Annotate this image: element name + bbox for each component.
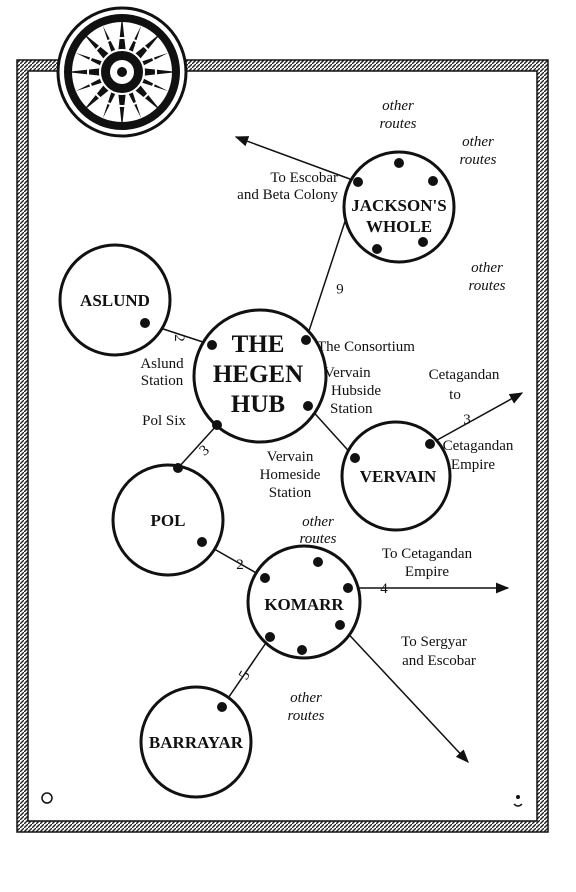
route-komarr-sergyar: [339, 624, 469, 763]
right-moon-emblem-icon: [510, 782, 528, 818]
to-cetagandan-empire-line2: Empire: [405, 564, 449, 580]
escobar-beta-label-line2: and Beta Colony: [237, 187, 338, 203]
vervain-homeside-label-line1: Vervain: [267, 449, 314, 465]
jump-number-hub-jackson: 6: [336, 280, 344, 296]
cetagandan-empire-vervain-line1: Cetagandan: [443, 438, 514, 454]
cetagandan-to-label-line1: Cetagandan: [429, 367, 500, 383]
jump-point-dots: [140, 158, 438, 712]
route-lines: [144, 136, 524, 763]
vervain-hubside-label-line3: Station: [330, 401, 373, 417]
node-jackson-label-line1: JACKSON'S: [351, 196, 446, 215]
jump-number-pol-komarr: 2: [236, 557, 244, 573]
consortium-label: The Consortium: [317, 339, 415, 355]
other-routes-komarr-top-line1: other: [302, 514, 334, 530]
node-barrayar-circle: [139, 685, 253, 799]
other-routes-komarr-bottom-line2: routes: [288, 708, 325, 724]
to-cetagandan-empire-line1: To Cetagandan: [382, 546, 473, 562]
aslund-station-label-line2: Station: [141, 373, 184, 389]
node-pol-circle: [111, 463, 225, 577]
other-routes-jackson-right-line2: routes: [460, 152, 497, 168]
other-routes-jackson-lower-line2: routes: [469, 278, 506, 294]
other-routes-jackson-right-line1: other: [462, 134, 494, 150]
route-vervain-cetaganda: [429, 392, 524, 445]
vervain-hubside-label-line1: Vervain: [324, 365, 371, 381]
jump-number-aslund-hub: 2: [171, 334, 187, 342]
other-routes-komarr-top-line2: routes: [300, 531, 337, 547]
aslund-station-label-line1: Aslund: [140, 356, 184, 372]
node-vervain-circle: [340, 420, 452, 532]
node-jackson-label-line2: WHOLE: [366, 217, 432, 236]
cetagandan-empire-vervain-line2: Empire: [451, 457, 495, 473]
sergyar-escobar-label-line2: and Escobar: [402, 653, 476, 669]
node-hub-label-line3: HUB: [231, 391, 285, 418]
other-routes-komarr-bottom-line1: other: [290, 690, 322, 706]
node-hub-label-line2: HEGEN: [213, 361, 303, 388]
route-jackson-escobar: [234, 136, 359, 183]
compass-rose-icon: [56, 6, 188, 138]
other-routes-jackson-top-line2: routes: [380, 116, 417, 132]
vervain-homeside-label-line3: Station: [269, 485, 312, 501]
route-hub-pol: [177, 424, 218, 469]
node-aslund-label: ASLUND: [80, 291, 150, 310]
node-aslund-circle: [58, 243, 172, 357]
node-hub-label-line1: THE: [232, 331, 285, 358]
other-routes-jackson-lower-line1: other: [471, 260, 503, 276]
route-komarr-barrayar: [221, 636, 271, 708]
escobar-beta-label-line1: To Escobar: [270, 170, 338, 186]
node-hub-circle: [192, 308, 328, 444]
node-pol-label: POL: [151, 511, 186, 530]
jump-number-vervain-cetaganda: 3: [463, 412, 471, 428]
node-barrayar-label: BARRAYAR: [149, 733, 244, 752]
node-jackson-circle: [342, 150, 456, 264]
jump-number-komarr-cetaganda: 4: [380, 581, 388, 597]
sergyar-escobar-label-line1: To Sergyar: [401, 634, 467, 650]
route-hub-vervain: [307, 405, 356, 459]
pol-six-label: Pol Six: [142, 413, 186, 429]
node-komarr-circle: [246, 544, 362, 660]
node-circles: [58, 150, 456, 799]
other-routes-jackson-top-line1: other: [382, 98, 414, 114]
vervain-homeside-label-line2: Homeside: [260, 467, 321, 483]
node-komarr-label: KOMARR: [264, 595, 344, 614]
left-moon-emblem-icon: [37, 782, 55, 818]
cetagandan-to-label-line2: to: [449, 387, 461, 403]
vervain-hubside-label-line2: Hubside: [331, 383, 381, 399]
node-vervain-label: VERVAIN: [360, 467, 437, 486]
